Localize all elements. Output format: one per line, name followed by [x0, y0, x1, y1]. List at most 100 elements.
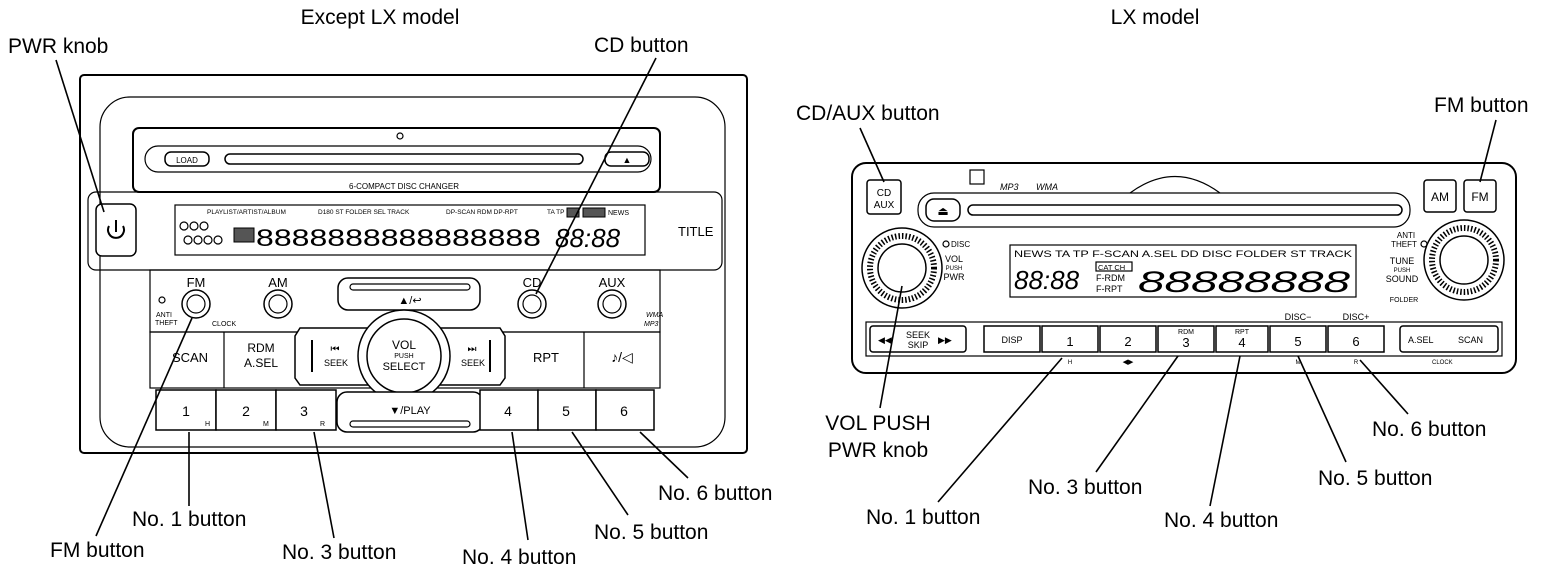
left-select-label: SELECT — [383, 361, 426, 373]
right-frdm-label: F-RDM — [1096, 273, 1125, 283]
right-pwr-label: PWR — [944, 272, 965, 282]
left-mp3-label: MP3 — [644, 321, 659, 328]
left-lcd-top-b: D180 ST FOLDER SEL TRACK — [318, 209, 410, 216]
right-sound-label: SOUND — [1386, 274, 1419, 284]
left-load-label: LOAD — [176, 156, 198, 165]
right-body — [851, 162, 1517, 374]
right-tune-knob[interactable] — [1439, 235, 1489, 285]
left-play-label: ▼/PLAY — [389, 405, 431, 417]
left-theft-label: THEFT — [155, 320, 178, 327]
left-fm-button[interactable] — [181, 289, 211, 319]
right-sub-m: M — [1296, 360, 1301, 366]
right-tune-label: TUNE — [1390, 256, 1415, 266]
right-diagram: LX model CD AUX ⏏ MP3 WMA AM FM DISC VOL… — [796, 6, 1529, 532]
callout-no3-button: No. 3 button — [1028, 476, 1142, 499]
left-wma-label: WMA — [646, 312, 663, 319]
eject-icon: ▲ — [623, 155, 632, 165]
right-preset-1-label: 1 — [1066, 334, 1073, 349]
left-lcd-top-c: DP-SCAN RDM DP-RPT — [446, 209, 518, 216]
right-disc-label: DISC — [951, 240, 970, 249]
left-title: Except LX model — [301, 6, 460, 29]
right-preset-6[interactable] — [1327, 325, 1385, 353]
right-vol-knob[interactable] — [877, 243, 927, 293]
right-cdaux-button[interactable] — [866, 179, 902, 215]
left-lcd-top-a: PLAYLIST/ARTIST/ALBUM — [207, 209, 286, 216]
callout-no5-button: No. 5 button — [594, 521, 708, 544]
left-rdm-label: RDM — [247, 341, 274, 355]
left-seek-left-label: SEEK — [324, 358, 348, 368]
right-vol-label: VOL — [945, 254, 963, 264]
right-disp-button[interactable] — [983, 325, 1041, 353]
right-title: LX model — [1111, 6, 1200, 29]
left-vol-label: VOL — [392, 338, 416, 352]
left-rpt-button[interactable]: RPT — [533, 350, 559, 365]
left-preset-1[interactable] — [155, 389, 217, 431]
seek-forward-icon: ⏭ — [468, 344, 477, 355]
left-preset-3[interactable] — [275, 389, 337, 431]
callout-no1-button: No. 1 button — [132, 508, 246, 531]
right-preset-5[interactable] — [1269, 325, 1327, 353]
callout-fm-button: FM button — [50, 539, 145, 562]
left-diagram: Except LX model LOAD ▲ 6-COMPACT DISC CH… — [8, 6, 772, 569]
callout-vol-push: VOL PUSH — [825, 412, 930, 435]
left-preset-6-label: 6 — [620, 403, 628, 419]
left-lcd-top-d: TA TP — [547, 209, 564, 216]
left-push-label: PUSH — [394, 353, 413, 360]
left-preset-1-sub: H — [205, 421, 210, 428]
right-preset-4[interactable] — [1215, 325, 1269, 353]
right-clock-label: CLOCK — [1432, 360, 1453, 366]
right-folder-label: FOLDER — [1390, 297, 1418, 304]
right-preset-3[interactable] — [1157, 325, 1215, 353]
right-disc-slot — [967, 204, 1403, 216]
left-preset-6[interactable] — [595, 389, 655, 431]
callout-cd-button: CD button — [594, 34, 689, 57]
left-preset-4[interactable] — [479, 389, 539, 431]
right-asel-scan-button[interactable] — [1399, 325, 1499, 353]
eject-icon: ⏏ — [937, 204, 948, 218]
seek-back-icon: ⏮ — [331, 344, 340, 355]
right-slot-frame — [917, 192, 1411, 228]
callout-no6-button: No. 6 button — [1372, 418, 1486, 441]
left-lcd — [174, 204, 646, 256]
left-preset-2-sub: M — [263, 421, 269, 428]
right-lcd-top: NEWS TA TP F-SCAN A.SEL DD DISC FOLDER S… — [1014, 249, 1352, 259]
sound-icon[interactable]: ♪/◁ — [611, 349, 633, 365]
left-changer-label: 6-COMPACT DISC CHANGER — [349, 182, 459, 191]
left-am-label: AM — [268, 275, 288, 290]
right-fm-label: FM — [1471, 190, 1488, 204]
callout-no4-button: No. 4 button — [1164, 509, 1278, 532]
callout-no4-button: No. 4 button — [462, 546, 576, 569]
left-preset-row: 1 H 2 M 3 R 4 5 6 — [155, 389, 655, 431]
right-preset-5-label: 5 — [1294, 334, 1301, 349]
right-frpt-label: F-RPT — [1096, 284, 1123, 294]
left-bezel-inner — [99, 96, 726, 448]
callout-no1-button: No. 1 button — [866, 506, 980, 529]
callout-no5-button: No. 5 button — [1318, 467, 1432, 490]
right-preset-1[interactable] — [1041, 325, 1099, 353]
left-preset-2-label: 2 — [242, 403, 250, 419]
callout-fm-button: FM button — [1434, 94, 1529, 117]
left-load-button[interactable] — [164, 151, 210, 167]
right-eject-button[interactable] — [925, 198, 961, 222]
left-fm-label: FM — [187, 275, 206, 290]
disc-led-icon — [942, 240, 950, 248]
power-icon — [107, 225, 125, 239]
left-scan-button[interactable]: SCAN — [172, 350, 208, 365]
right-scan-label: SCAN — [1458, 335, 1483, 345]
left-title-button[interactable]: TITLE — [678, 224, 714, 239]
left-cd-button[interactable] — [517, 289, 547, 319]
callout-cdaux-button: CD/AUX button — [796, 102, 940, 125]
left-aux-button[interactable] — [597, 289, 627, 319]
left-am-button[interactable] — [263, 289, 293, 319]
right-am-button[interactable] — [1423, 179, 1457, 213]
right-preset-2[interactable] — [1099, 325, 1157, 353]
right-cd-label: CD — [877, 188, 891, 199]
right-catch-label: CAT CH — [1098, 263, 1125, 272]
right-aux-label: AUX — [874, 200, 895, 211]
right-rpt-label: RPT — [1235, 329, 1250, 336]
left-asel-button[interactable]: A.SEL — [244, 356, 278, 370]
left-up-label: ▲/↩ — [398, 295, 421, 307]
left-aux-label: AUX — [599, 275, 626, 290]
balance-icon: ◀▶ — [1123, 359, 1134, 366]
